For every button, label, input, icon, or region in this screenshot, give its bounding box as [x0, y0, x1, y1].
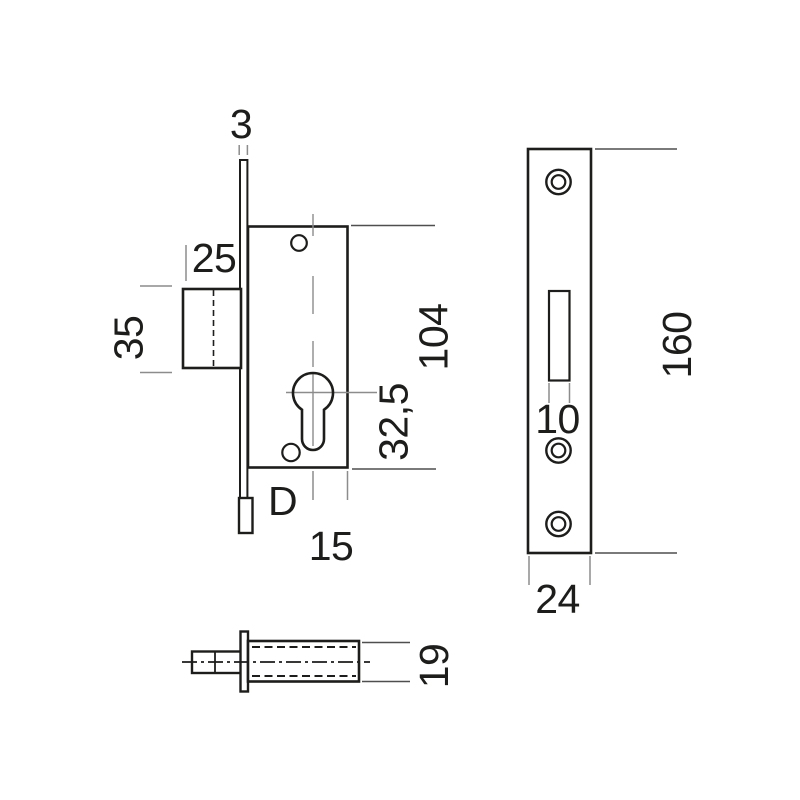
- plate-screw-hole-bottom: [545, 510, 572, 538]
- plate-screw-hole-middle: [545, 437, 572, 464]
- dim-plate-height: 160: [654, 312, 700, 379]
- fixing-hole: [281, 442, 301, 463]
- bolt: [181, 287, 243, 370]
- strike-slot: [547, 289, 571, 382]
- dim-plate-width: 24: [535, 576, 580, 622]
- strike-plate: [526, 147, 593, 555]
- dimension-labels: 3 25 35 104 32,5 D 15 160 10 24 19: [106, 101, 701, 688]
- dim-body-depth: 15: [309, 523, 354, 569]
- lock-body: [246, 225, 349, 469]
- dim-bolt-throw: 25: [192, 235, 237, 281]
- bottom-view: [182, 630, 410, 693]
- dim-backset: D: [268, 478, 297, 524]
- dim-bolt-height: 35: [106, 316, 152, 361]
- faceplate-foot: [237, 496, 254, 535]
- plate-screw-hole-top: [545, 168, 572, 196]
- dim-cylinder-to-bottom: 32,5: [371, 383, 417, 461]
- dim-faceplate-thickness: 3: [230, 101, 252, 147]
- centerlines: [286, 214, 377, 446]
- dim-cylinder-diameter: 19: [411, 644, 457, 689]
- front-view-dimensions: [140, 145, 436, 500]
- strike-plate-view: [526, 147, 593, 555]
- euro-cylinder-hole: [291, 371, 335, 452]
- dim-body-height: 104: [411, 304, 457, 371]
- strike-plate-dimensions: [528, 148, 677, 585]
- screw-hole: [290, 234, 308, 252]
- dim-slot-width: 10: [535, 396, 580, 442]
- front-view: [181, 159, 377, 535]
